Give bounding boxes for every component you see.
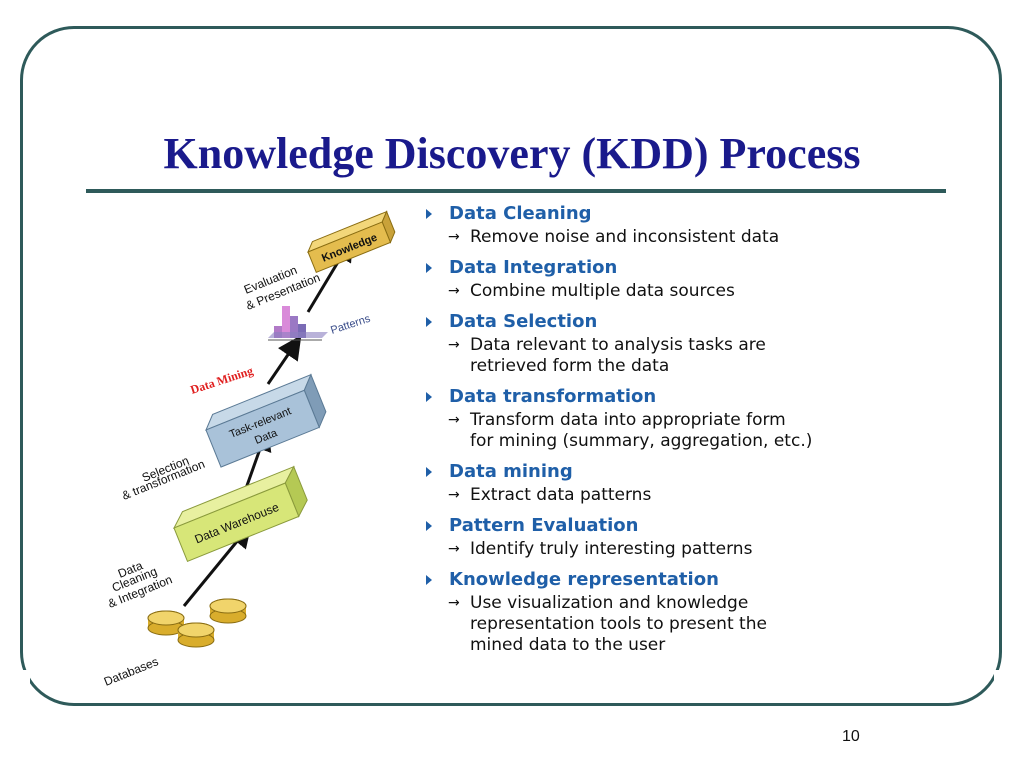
slide-title: Knowledge Discovery (KDD) Process [163, 129, 861, 178]
step-description: Data relevant to analysis tasks are retr… [470, 335, 766, 376]
knowledge-box: Knowledge [307, 210, 396, 274]
arrow-right-icon: → [448, 487, 460, 503]
step-data-integration: Data Integration → Combine multiple data … [424, 254, 984, 302]
triangle-bullet-icon [426, 520, 432, 531]
kdd-process-diagram: Databases Data Cleaning & Integration Da… [102, 210, 396, 689]
title-rule [86, 189, 946, 193]
arrow-right-icon: → [448, 337, 460, 353]
data-warehouse-box: Data Warehouse [172, 465, 308, 563]
step-data-selection: Data Selection → Data relevant to analysi… [424, 308, 984, 377]
step-data-cleaning: Data Cleaning → Remove noise and inconsis… [424, 200, 984, 248]
step-data-transformation: Data transformation → Transform data into… [424, 383, 984, 452]
patterns-histogram [268, 306, 328, 341]
label-cleaning-integration: Data Cleaning & Integration [106, 558, 174, 611]
kdd-steps-list: Data Cleaning → Remove noise and inconsis… [424, 200, 984, 662]
arrow-right-icon: → [448, 541, 460, 557]
label-data-mining: Data Mining [189, 363, 255, 396]
step-description: Transform data into appropriate form for… [470, 410, 813, 451]
triangle-bullet-icon [426, 391, 432, 402]
frame-break-right [994, 670, 1008, 696]
step-knowledge-representation: Knowledge representation → Use visualizat… [424, 566, 984, 656]
step-title: Data Selection [449, 311, 598, 332]
slide-frame [20, 26, 1002, 706]
label-patterns: Patterns [329, 313, 372, 337]
arrow-right-icon: → [448, 412, 460, 428]
step-data-mining: Data mining → Extract data patterns [424, 458, 984, 506]
arrow-task-to-patterns [266, 335, 302, 385]
arrow-right-icon: → [448, 229, 460, 245]
arrow-right-icon: → [448, 595, 460, 611]
databases-cylinders [147, 598, 247, 648]
step-pattern-evaluation: Pattern Evaluation → Identify truly inter… [424, 512, 984, 560]
step-description: Remove noise and inconsistent data [470, 227, 780, 247]
step-description: Use visualization and knowledge represen… [470, 593, 767, 655]
step-title: Data Cleaning [449, 203, 592, 224]
label-evaluation-presentation: Evaluation & Presentation [242, 263, 322, 313]
frame-break-left [16, 670, 30, 696]
triangle-bullet-icon [426, 208, 432, 219]
triangle-bullet-icon [426, 262, 432, 273]
slide-number: 10 [842, 728, 860, 745]
step-description: Combine multiple data sources [470, 281, 735, 301]
task-relevant-data-box: Task-relevant Data [205, 373, 327, 468]
step-title: Knowledge representation [449, 569, 719, 590]
step-description: Identify truly interesting patterns [470, 539, 753, 559]
label-databases: Databases [102, 654, 160, 688]
triangle-bullet-icon [426, 316, 432, 327]
label-selection-transformation: Selection & transformation [120, 453, 207, 502]
arrow-right-icon: → [448, 283, 460, 299]
step-description: Extract data patterns [470, 485, 652, 505]
step-title: Pattern Evaluation [449, 515, 639, 536]
step-title: Data mining [449, 461, 573, 482]
triangle-bullet-icon [426, 466, 432, 477]
step-title: Data transformation [449, 386, 657, 407]
triangle-bullet-icon [426, 574, 432, 585]
step-title: Data Integration [449, 257, 618, 278]
